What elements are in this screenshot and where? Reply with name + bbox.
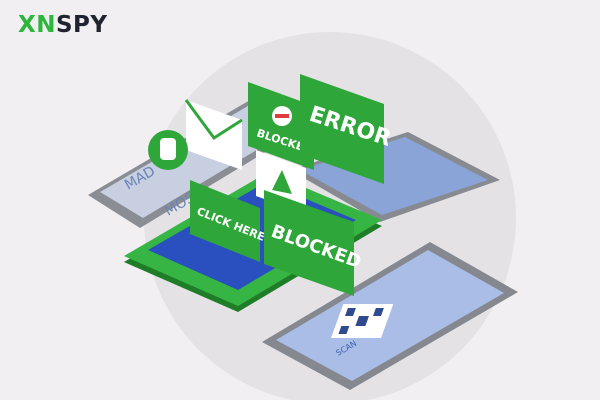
envelope-icon	[184, 99, 243, 141]
back-left-phone: MAD MOS	[88, 100, 302, 228]
hand-stop-icon	[148, 130, 188, 170]
click-here-panel: CLICK HERE	[190, 180, 267, 262]
blocked-large-panel: BLOCKED	[264, 190, 364, 296]
bottom-right-phone: SCAN	[262, 242, 518, 390]
logo-suffix: SPY	[55, 12, 108, 38]
envelope-panel	[184, 99, 243, 170]
qr-code-icon	[330, 304, 394, 338]
error-panel: ERROR	[300, 74, 394, 184]
logo-prefix: XN	[18, 12, 56, 38]
warning-icon	[272, 170, 292, 194]
xnspy-logo: XNSPY	[18, 12, 108, 38]
